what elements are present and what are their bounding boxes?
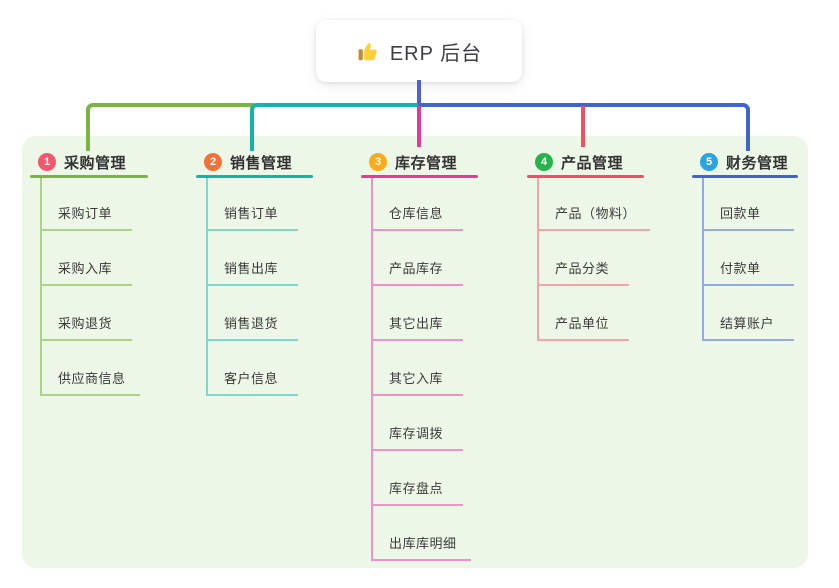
sub-item-node[interactable]: 产品分类 [537,246,629,286]
sub-item-node[interactable]: 采购退货 [40,301,132,341]
branch-node-2[interactable]: 2 销售管理 [204,149,292,175]
branch-label: 产品管理 [561,154,624,172]
sub-item-node[interactable]: 仓库信息 [371,191,463,231]
subtree-line [702,178,704,341]
branch-label: 采购管理 [64,154,127,172]
thumbs-up-icon [358,43,377,61]
sub-item-node[interactable]: 库存盘点 [371,466,463,506]
sub-item-label: 产品分类 [555,261,610,276]
connector-root-line [417,80,421,106]
sub-item-label: 供应商信息 [58,371,126,386]
sub-item-node[interactable]: 其它入库 [371,356,463,396]
sub-item-node[interactable]: 结算账户 [702,301,794,341]
subtree-line [206,178,208,396]
subtree-line [40,178,42,396]
branch-label: 库存管理 [395,154,458,172]
branch-node-4[interactable]: 4 产品管理 [535,149,623,175]
subtree-line [371,178,373,561]
sub-item-label: 仓库信息 [389,206,444,221]
sub-item-node[interactable]: 产品单位 [537,301,629,341]
sub-item-node[interactable]: 出库库明细 [371,521,471,561]
branch-index-badge: 1 [38,153,56,171]
sub-item-label: 付款单 [720,261,761,276]
subtree-line [537,178,539,341]
sub-item-node[interactable]: 产品库存 [371,246,463,286]
sub-item-label: 客户信息 [224,371,279,386]
branch-node-3[interactable]: 3 库存管理 [369,149,457,175]
sub-item-label: 销售订单 [224,206,279,221]
sub-item-node[interactable]: 采购订单 [40,191,132,231]
branch-underline [527,175,644,178]
sub-item-label: 产品库存 [389,261,444,276]
branches-panel [22,136,808,568]
root-title: ERP 后台 [389,42,483,65]
sub-item-label: 库存调拨 [389,426,444,441]
branch-index-badge: 3 [369,153,387,171]
branch-underline [692,175,798,178]
sub-item-node[interactable]: 库存调拨 [371,411,463,451]
sub-item-node[interactable]: 回款单 [702,191,794,231]
branch-node-5[interactable]: 5 财务管理 [700,149,788,175]
sub-item-node[interactable]: 供应商信息 [40,356,140,396]
branch-node-1[interactable]: 1 采购管理 [38,149,126,175]
sub-item-node[interactable]: 付款单 [702,246,794,286]
sub-item-label: 其它入库 [389,371,444,386]
sub-item-node[interactable]: 客户信息 [206,356,298,396]
sub-item-node[interactable]: 其它出库 [371,301,463,341]
sub-item-label: 其它出库 [389,316,444,331]
sub-item-label: 销售退货 [224,316,279,331]
sub-item-node[interactable]: 销售退货 [206,301,298,341]
branch-label: 销售管理 [230,154,293,172]
sub-item-node[interactable]: 产品（物料） [537,191,651,231]
sub-item-label: 销售出库 [224,261,279,276]
sub-item-label: 产品（物料） [555,206,637,221]
sub-item-label: 采购订单 [58,206,113,221]
branch-index-badge: 5 [700,153,718,171]
sub-item-label: 采购入库 [58,261,113,276]
sub-item-label: 回款单 [720,206,761,221]
branch-underline [30,175,148,178]
sub-item-node[interactable]: 销售出库 [206,246,298,286]
sub-item-node[interactable]: 销售订单 [206,191,298,231]
branch-label: 财务管理 [726,154,789,172]
branch-underline [361,175,478,178]
sub-item-label: 出库库明细 [389,536,457,551]
sub-item-label: 采购退货 [58,316,113,331]
sub-item-label: 库存盘点 [389,481,444,496]
branch-index-badge: 4 [535,153,553,171]
sub-item-label: 结算账户 [720,316,775,331]
branch-underline [196,175,313,178]
sub-item-label: 产品单位 [555,316,610,331]
branch-index-badge: 2 [204,153,222,171]
root-node-erp[interactable]: ERP 后台 [316,20,522,82]
sub-item-node[interactable]: 采购入库 [40,246,132,286]
